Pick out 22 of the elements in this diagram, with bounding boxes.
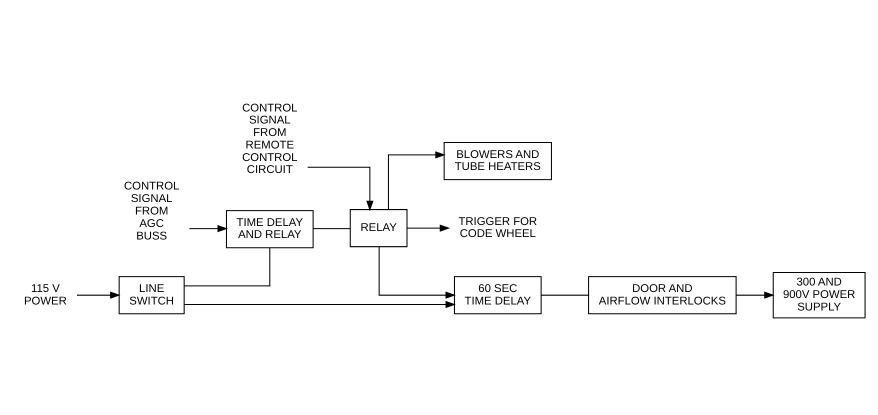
node-box: BLOWERS AND TUBE HEATERS bbox=[443, 141, 552, 180]
node-box: TIME DELAY AND RELAY bbox=[225, 210, 314, 248]
node-text: 115 V POWER bbox=[24, 282, 66, 307]
node-box: 60 SEC TIME DELAY bbox=[453, 276, 542, 314]
node-box: LINE SWITCH bbox=[118, 276, 184, 314]
node-box: DOOR AND AIRFLOW INTERLOCKS bbox=[588, 276, 736, 314]
arrow bbox=[184, 300, 456, 308]
connector bbox=[184, 247, 270, 286]
node-box: 300 AND 900V POWER SUPPLY bbox=[772, 271, 866, 318]
arrow bbox=[406, 224, 450, 232]
arrow bbox=[188, 224, 228, 232]
arrow bbox=[76, 291, 120, 298]
arrow bbox=[387, 150, 446, 209]
node-text: CONTROL SIGNAL FROM REMOTE CONTROL CIRCUIT bbox=[242, 102, 297, 176]
connector bbox=[312, 228, 350, 229]
connector bbox=[540, 294, 588, 296]
arrow bbox=[736, 291, 774, 298]
arrow bbox=[378, 246, 456, 298]
node-text: TRIGGER FOR CODE WHEEL bbox=[458, 215, 537, 240]
node-box: RELAY bbox=[349, 208, 408, 247]
node-text: CONTROL SIGNAL FROM AGC BUSS bbox=[123, 180, 179, 242]
arrow bbox=[307, 166, 373, 211]
